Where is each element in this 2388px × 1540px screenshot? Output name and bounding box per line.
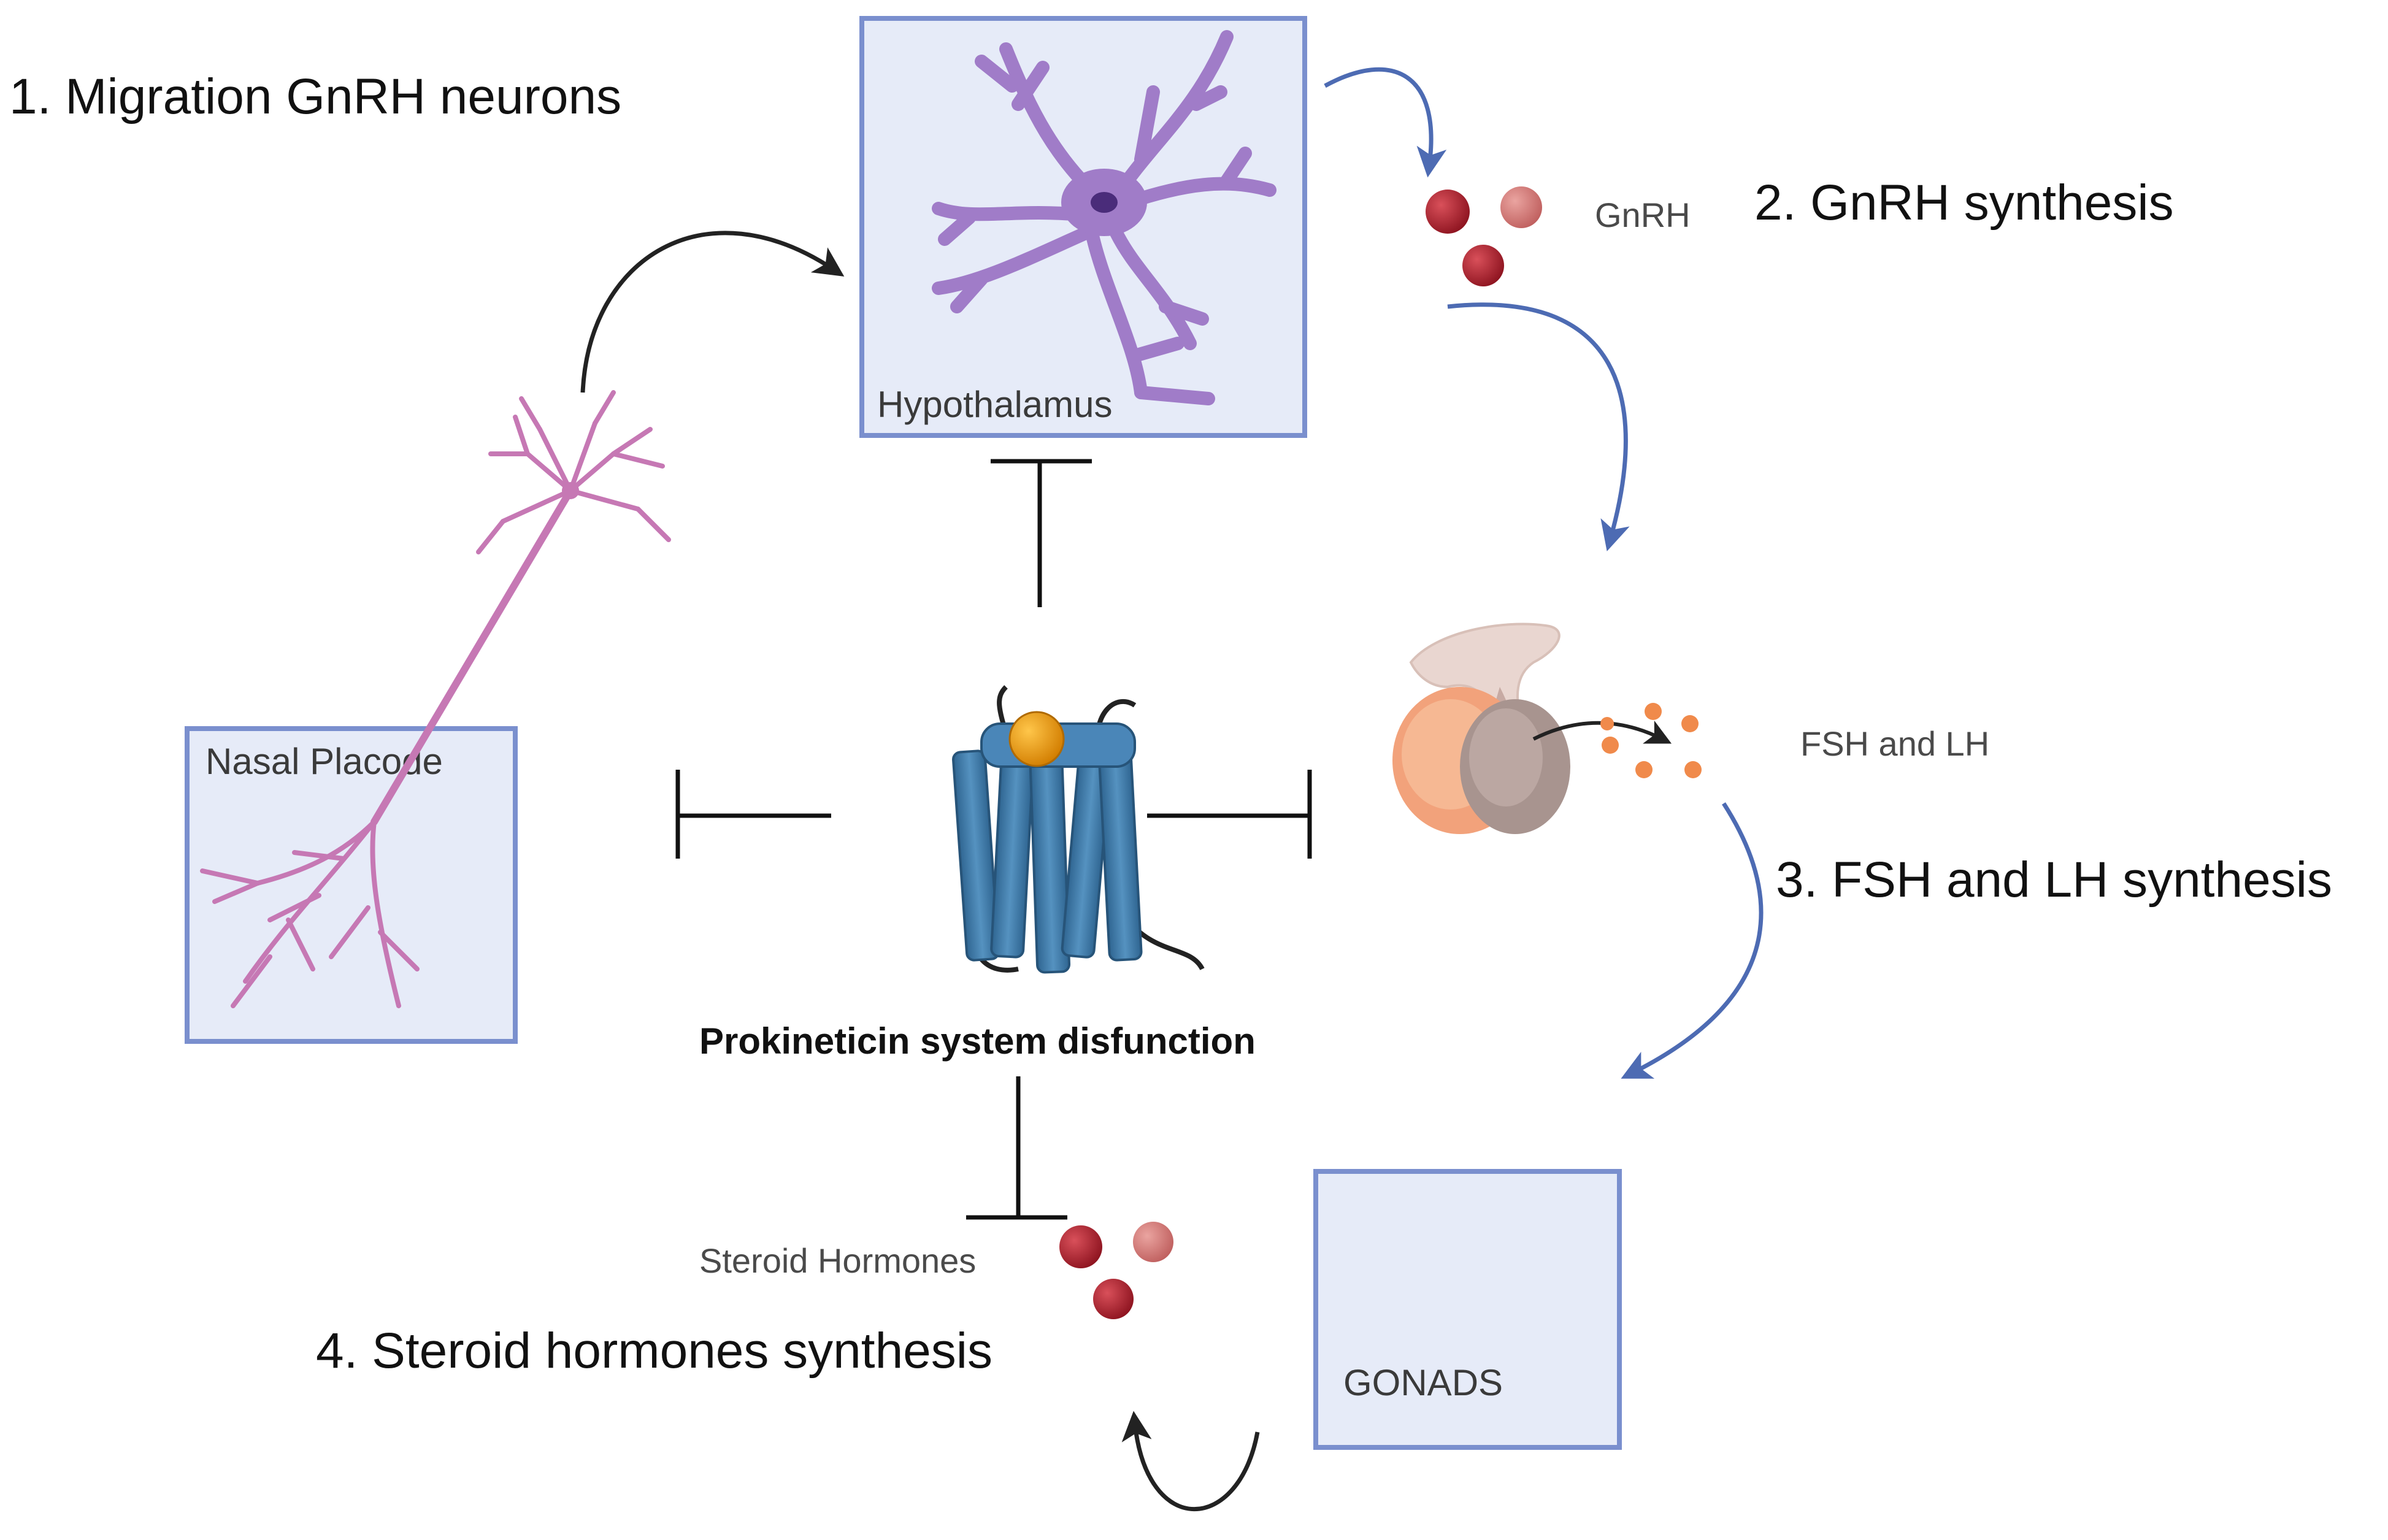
gonads-to-steroid-arrow <box>1121 1411 1260 1511</box>
neuron-nucleus <box>1091 192 1118 213</box>
step-3-label: 3. FSH and LH synthesis <box>1776 852 2332 908</box>
inhibition-bar-left <box>675 770 831 859</box>
step-1-label: 1. Migration GnRH neurons <box>9 69 621 125</box>
hypothalamus-box: Hypothalamus <box>859 16 1307 438</box>
ligand-ball <box>1008 711 1065 767</box>
gnrh-label: GnRH <box>1595 196 1691 234</box>
step-4-label: 4. Steroid hormones synthesis <box>316 1323 992 1379</box>
step-2-label: 2. GnRH synthesis <box>1754 175 2174 231</box>
inhibition-bar-up <box>991 459 1092 607</box>
hypothalamus-label: Hypothalamus <box>877 384 1113 425</box>
fsh-lh-label: FSH and LH <box>1800 724 1989 763</box>
gpcr-receptor-icon <box>952 685 1205 974</box>
gonads-label: GONADS <box>1343 1362 1503 1403</box>
migration-arrow <box>580 231 845 393</box>
migrating-neuron-icon <box>200 390 671 1008</box>
pituitary-release-arrow <box>1532 720 1672 744</box>
fsh-lh-dots <box>1600 703 1702 778</box>
center-label: Prokineticin system disfunction <box>699 1021 1256 1062</box>
steroid-hormones-label: Steroid Hormones <box>699 1241 976 1280</box>
gnrh-to-pituitary-arrow <box>1447 302 1630 551</box>
inhibition-bar-down <box>966 1076 1067 1220</box>
inhibition-bar-right <box>1147 770 1312 859</box>
migrating-neuron-soma <box>562 482 579 499</box>
pituitary-gland-icon <box>1392 623 1570 834</box>
gnrh-hormone-dots <box>1426 186 1542 286</box>
gonads-box: GONADS <box>1313 1169 1622 1450</box>
hypothalamus-to-gnrh-arrow <box>1324 67 1447 178</box>
pituitary-to-gonads-arrow <box>1621 802 1764 1079</box>
nasal-placode-box: Nasal Placode <box>185 726 518 1044</box>
steroid-hormone-dots <box>1059 1222 1173 1319</box>
